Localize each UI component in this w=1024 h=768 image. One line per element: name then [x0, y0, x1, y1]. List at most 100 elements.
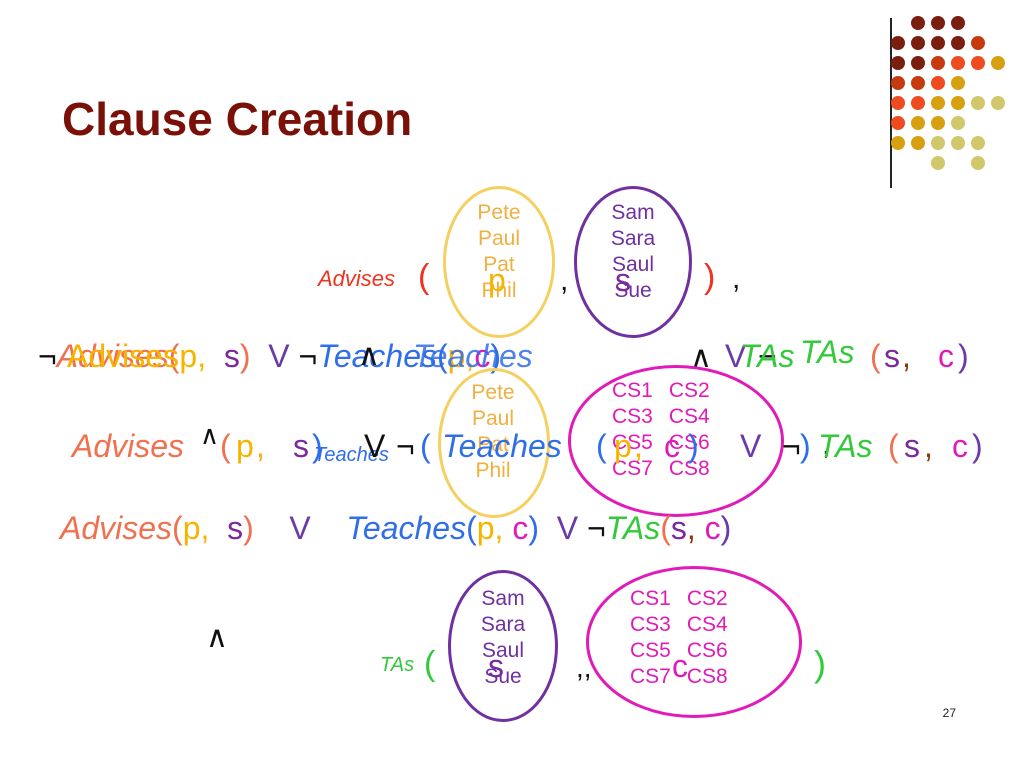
row2-comma: ,	[197, 338, 207, 374]
row2-teaches-ghost: Teaches	[413, 338, 533, 374]
row4-clause: Advises(p, s) V Teaches(p, c) V ¬TAs(s, …	[60, 510, 731, 547]
course-list-2: CS1 CS2 CS3 CS4 CS5 CS6 CS7 CS8	[630, 586, 728, 690]
row4-s: s	[227, 510, 244, 546]
row2-and-ghost: ∧	[358, 339, 380, 372]
row2-rparen: )	[239, 338, 251, 374]
row3-neg3: ¬	[782, 428, 801, 464]
row1-s-overlay: s	[615, 262, 631, 298]
row2-comma3: ,	[902, 338, 911, 374]
row4-teaches: Teaches	[346, 510, 467, 546]
decorative-dot	[911, 76, 925, 90]
decorative-dot	[971, 56, 985, 70]
professor-name: Phil	[481, 279, 517, 302]
decorative-dot	[931, 76, 945, 90]
student-list-2: Sam Sara Saul Sue	[455, 586, 551, 690]
decorative-dot	[911, 96, 925, 110]
row4-s3: s	[670, 510, 687, 546]
student-name: Sue	[614, 279, 652, 302]
row3-rparen-extra: )	[800, 428, 811, 464]
row3-or2: V	[740, 428, 762, 464]
row1-rparen: )	[704, 258, 716, 296]
row2-neg3: ¬	[758, 338, 777, 374]
course-name: CS3	[630, 613, 671, 636]
row4-lparen2: (	[466, 510, 477, 546]
row4-rparen: )	[243, 510, 254, 546]
row2-p: p	[179, 338, 198, 374]
row5-comma: ,,	[576, 652, 592, 683]
row2-tas-ghost: TAs	[740, 338, 795, 374]
row4-lparen: (	[172, 510, 183, 546]
decorative-dot	[971, 96, 985, 110]
decorative-dot	[891, 136, 905, 150]
row4-tas: TAs	[605, 510, 661, 546]
row4-comma3: ,	[686, 510, 696, 546]
professor-name: Paul	[477, 227, 521, 250]
decorative-dot	[911, 136, 925, 150]
row1-lparen: (	[418, 258, 430, 296]
student-name: Sam	[481, 587, 525, 610]
decorative-dot	[891, 56, 905, 70]
row2-comma2: ,	[465, 338, 475, 374]
decorative-dot	[991, 96, 1005, 110]
row3-lparen: (	[220, 428, 231, 464]
row5-rparen: )	[814, 643, 826, 684]
course-name: CS4	[668, 405, 710, 428]
decorative-dot	[891, 96, 905, 110]
row3-rparen: )	[312, 428, 323, 464]
decorative-dot	[931, 56, 945, 70]
row4-neg: ¬	[587, 510, 606, 546]
row3-neg2: ¬	[396, 428, 415, 464]
decorative-dot	[971, 136, 985, 150]
row3-or: V	[364, 428, 386, 464]
professor-name: Paul	[471, 407, 515, 430]
professor-list: Pete Paul Pat Phil	[451, 200, 547, 304]
decorative-dot	[891, 76, 905, 90]
course-name: CS4	[686, 613, 728, 636]
row2-neg: ¬	[38, 338, 57, 374]
row2-advises-ghost: Advises	[67, 338, 180, 374]
course-name: CS2	[686, 587, 728, 610]
course-set-ellipse-2	[586, 566, 802, 718]
course-name: CS1	[612, 379, 653, 402]
row5-c-overlay: c	[672, 648, 688, 684]
professor-name: Pete	[471, 381, 515, 404]
row3-comma: ,	[256, 428, 265, 464]
decorative-dot	[951, 76, 965, 90]
student-list: Sam Sara Saul Sue	[583, 200, 683, 304]
decorative-dot	[891, 116, 905, 130]
row4-p2: p	[476, 510, 495, 546]
student-set-ellipse-2	[448, 570, 558, 722]
row4-rparen2: )	[528, 510, 539, 546]
row3-lparen2: (	[420, 428, 431, 464]
decorative-dot	[971, 36, 985, 50]
decorative-dot	[931, 136, 945, 150]
professor-set-ellipse-2	[438, 368, 550, 518]
decorative-dot	[911, 16, 925, 30]
row2-p2: p	[447, 338, 466, 374]
slide-number: 27	[942, 706, 956, 720]
row4-c2: c	[512, 510, 529, 546]
row5-and: ∧	[206, 621, 228, 654]
student-name: Sue	[484, 665, 522, 688]
row4-c3: c	[704, 510, 721, 546]
row3-teaches-small: Teaches	[314, 444, 389, 466]
decorative-dot	[951, 56, 965, 70]
decorative-dot	[931, 16, 945, 30]
course-name: CS3	[612, 405, 653, 428]
professor-name: Pat	[483, 253, 515, 276]
row3-comma2: ,	[634, 428, 643, 464]
row3-teaches: Teaches	[442, 428, 562, 464]
decorative-dot	[951, 16, 965, 30]
row1-advises: Advises	[318, 266, 396, 291]
professor-name: Pete	[477, 201, 521, 224]
row1-p-overlay: p	[488, 262, 506, 298]
row3-comma-extra: ,	[822, 428, 831, 461]
row3-advises: Advises	[72, 428, 185, 464]
row4-comma: ,	[200, 510, 210, 546]
student-set-ellipse	[574, 186, 692, 338]
course-name: CS6	[668, 431, 710, 454]
decorative-dot	[951, 36, 965, 50]
decorative-dot	[951, 136, 965, 150]
row4-or: V	[289, 510, 311, 546]
row2-lparen2: (	[437, 338, 448, 374]
